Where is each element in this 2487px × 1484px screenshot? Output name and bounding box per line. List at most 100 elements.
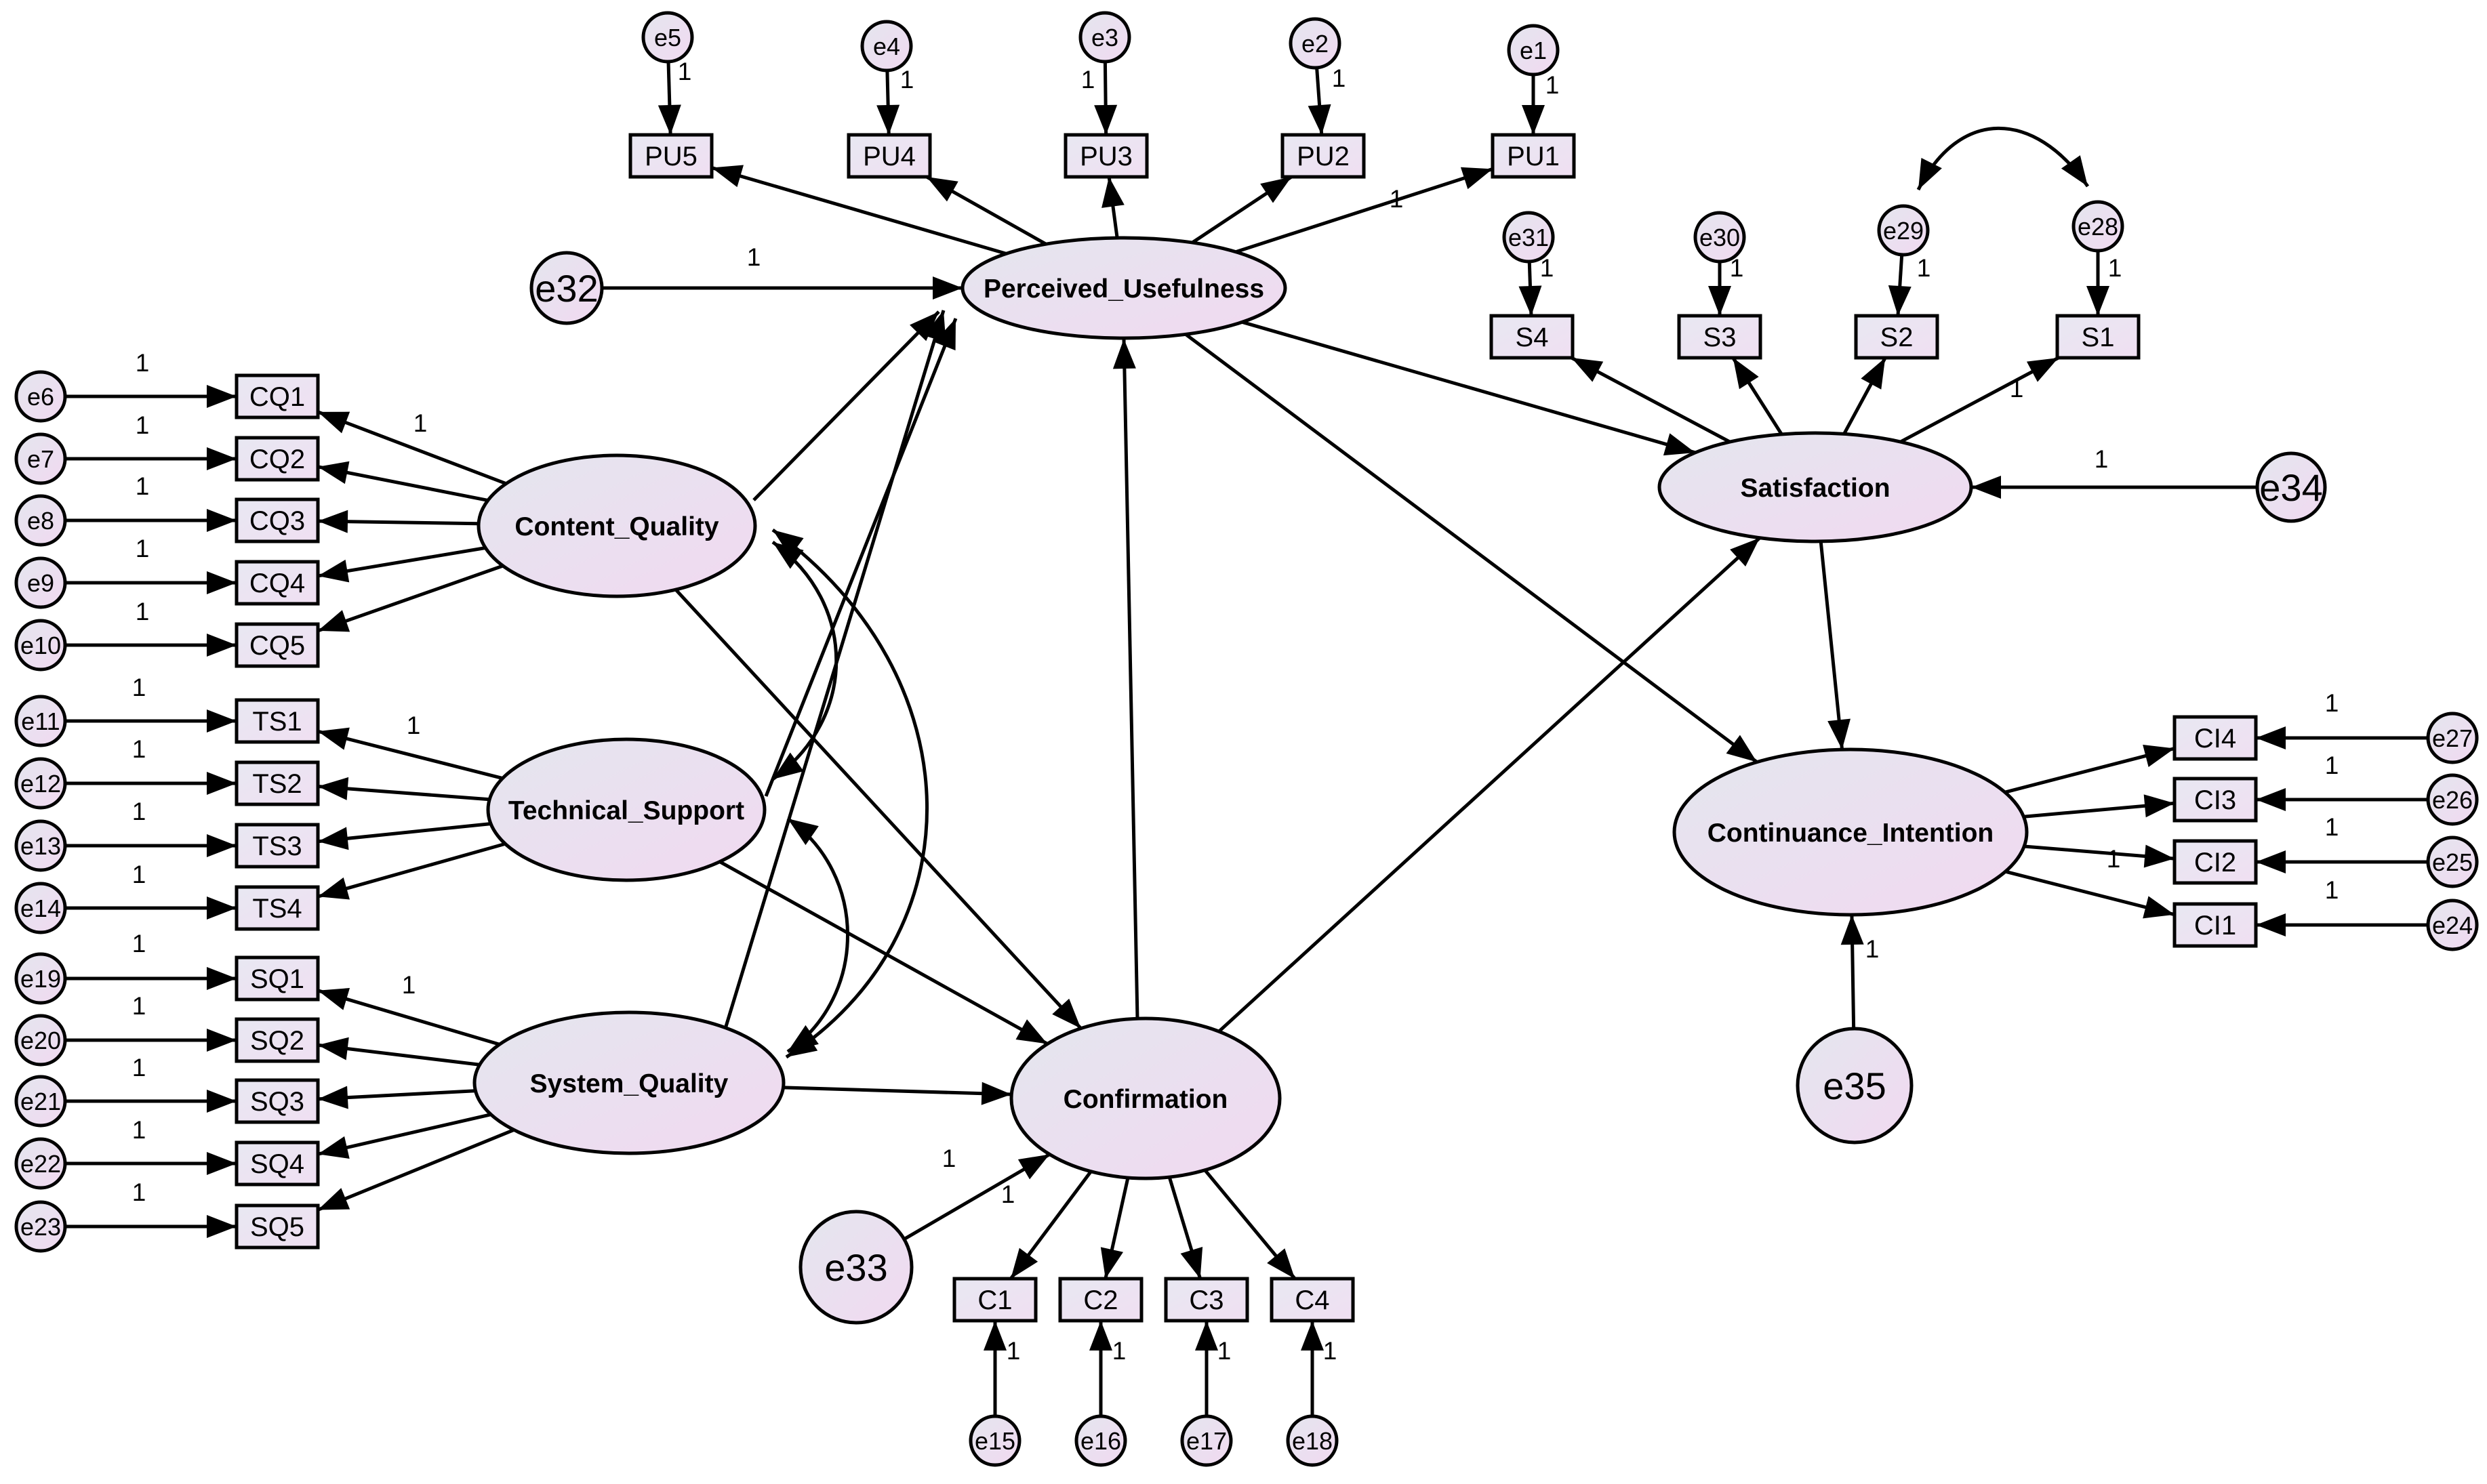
error-circle [14,370,67,423]
indicator-label: CI2 [2194,848,2236,878]
indicator-box [952,1277,1038,1323]
covariance-ts-sq-head-2 [788,1025,819,1052]
indicator-ts2: TS2 [235,760,320,806]
loading-cf-to-c2-head [1100,1247,1124,1279]
error-e28: e28 [2071,200,2124,253]
error-circle [1502,211,1555,264]
error-arrow-e31-to-s4-head [1518,285,1542,316]
loading-sat-to-s1-head [2026,358,2059,382]
error-arrow-e4-to-pu4-head [876,104,900,135]
indicator-label: TS3 [252,831,302,861]
disturbance-e35: e35 [1796,1027,1914,1145]
error-e8: e8 [14,494,67,547]
weight-label-26: 1 [1217,1337,1232,1365]
indicator-c3: C3 [1164,1277,1249,1323]
indicator-label: S2 [1880,323,1914,352]
indicator-pu3: PU3 [1064,133,1149,179]
error-circle [1289,17,1341,70]
error-circle [1078,11,1131,64]
error-circle [2426,773,2479,826]
weight-label-7: 1 [136,349,150,377]
indicator-cq4: CQ4 [235,560,320,606]
covariance-ts-sq-head-1 [788,819,819,846]
disturbance-e33: e33 [798,1210,914,1325]
loading-sat-to-s4-head [1571,358,1604,382]
error-arrow-e14-to-ts4-head [207,896,237,920]
path-cf-to-pu [1122,338,1139,1020]
error-arrow-e19-to-sq1-head [207,967,237,990]
error-e20: e20 [14,1014,67,1067]
error-label: e5 [654,24,681,51]
disturbance-circle [529,251,604,325]
indicator-label: PU4 [863,142,916,171]
error-label: e6 [27,383,54,411]
error-circle [14,695,67,747]
error-e31: e31 [1502,211,1555,264]
path-cq-to-cf [674,588,1083,1030]
weight-label-33: 1 [2010,375,2024,403]
error-e26: e26 [2426,773,2479,826]
error-arrow-e5-to-pu5-head [658,104,681,135]
error-e3: e3 [1078,11,1131,64]
weight-label-39: 1 [747,243,761,271]
error-arrow-e6-to-cq1-head [207,385,237,408]
error-label: e26 [2432,786,2473,814]
error-arrow-e17-to-c3-head [1195,1321,1218,1351]
weight-label-2: 1 [900,66,914,94]
error-arrow-e20-to-sq2-head [207,1029,237,1052]
error-arrow-e21-to-sq3-head [207,1090,237,1113]
error-arrow-e3-to-pu3-head [1094,104,1118,135]
error-label: e18 [1292,1427,1333,1455]
error-circle [1286,1414,1339,1467]
error-arrow-e24-to-ci1-head [2256,913,2286,936]
weight-label-15: 1 [132,798,146,825]
latent-ellipse [477,453,757,598]
error-label: e9 [27,569,54,597]
indicator-label: SQ2 [250,1026,304,1056]
error-e21: e21 [14,1075,67,1128]
error-e30: e30 [1693,211,1746,264]
loading-sat-to-s2-head [1861,358,1886,390]
indicator-pu2: PU2 [1280,133,1366,179]
indicator-label: CQ4 [249,569,305,598]
indicator-ts4: TS4 [235,885,320,931]
error-e29: e29 [1877,204,1930,257]
error-e17: e17 [1180,1414,1233,1467]
indicator-pu4: PU4 [847,133,932,179]
error-e11: e11 [14,695,67,747]
indicator-label: S3 [1703,323,1737,352]
error-label: e13 [20,832,61,860]
error-label: e10 [20,632,61,659]
indicator-box [1270,1277,1355,1323]
path-pu-to-sat-head [1663,433,1695,456]
indicator-pu5: PU5 [628,133,714,179]
disturbance-e32: e32 [529,251,604,325]
path-ts-to-cf [719,860,1049,1046]
error-label: e22 [20,1150,61,1178]
error-e24: e24 [2426,899,2479,951]
weight-label-38: 1 [2107,845,2121,873]
error-label: e19 [20,965,61,993]
disturbance-circle [2255,451,2327,523]
error-arrow-e16-to-c2-head [1089,1321,1112,1351]
error-e15: e15 [969,1414,1022,1467]
latent-technical-support: Technical_Support [486,737,767,882]
indicator-label: TS4 [252,894,302,924]
error-circle [14,556,67,609]
indicator-label: SQ5 [250,1212,304,1242]
loading-ci-to-ci3-head [2143,794,2175,818]
latent-perceived-usefulness: Perceived_Usefulness [961,236,1287,340]
loading-sq-to-sq1-head [318,988,350,1010]
error-circle [1877,204,1930,257]
latent-system-quality: System_Quality [472,1010,786,1155]
loading-sq-to-sq5 [317,1128,515,1212]
disturbance-arrow-e33-head [1017,1154,1050,1180]
error-e22: e22 [14,1137,67,1190]
error-e16: e16 [1074,1414,1127,1467]
path-pu-to-ci [1184,333,1758,764]
path-sq-to-cf-head [981,1081,1012,1105]
weight-label-36: 1 [2325,813,2339,841]
path-sq-to-pu-head [923,310,946,343]
